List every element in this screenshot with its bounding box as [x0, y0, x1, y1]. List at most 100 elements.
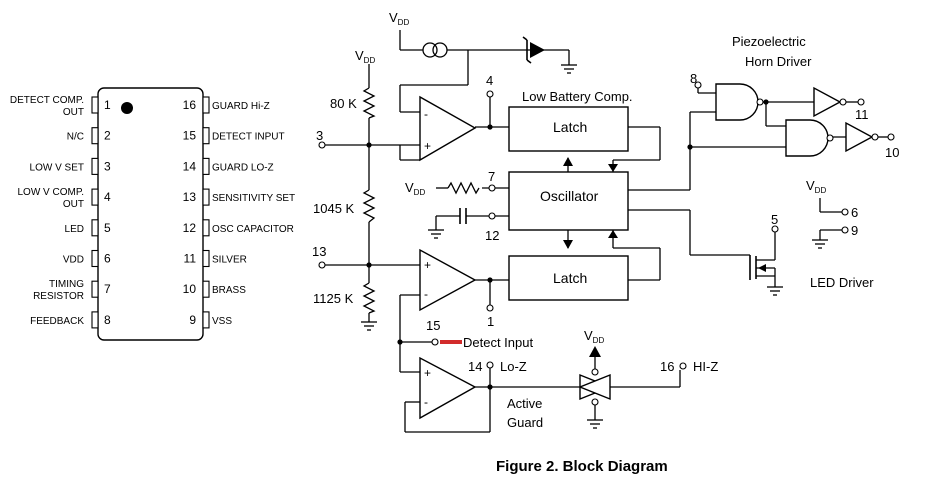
resistor-1125k-icon: [362, 282, 376, 314]
ic-pin-label: SENSITIVITY SET: [212, 193, 295, 204]
ic-pin-right: 13 SENSITIVITY SET: [183, 188, 295, 206]
pin-13-label: 13: [312, 244, 326, 259]
inverter-1-icon: [813, 86, 847, 118]
ground-icons: [361, 64, 828, 429]
pin-11-label: 11: [855, 107, 869, 122]
low-battery-label: Low Battery Comp.: [522, 89, 633, 104]
ic-body: [97, 87, 204, 341]
vdd-label-top: VDD: [389, 10, 409, 27]
piezo-label-1: Piezoelectric: [732, 34, 806, 49]
ic-pin-number: 10: [183, 282, 197, 296]
figure-caption: Figure 2. Block Diagram: [496, 458, 668, 475]
latch-top-label: Latch: [553, 119, 587, 135]
ic-pin-left: 2N/C: [67, 127, 111, 145]
ic-pin-right: 16 GUARD Hi-Z: [183, 96, 270, 114]
pin-1-label: 1: [487, 314, 494, 329]
junction-dots: [366, 99, 769, 390]
latch-bottom-label: Latch: [553, 270, 587, 286]
opamp2-plus: +: [424, 258, 431, 272]
ic-pin-left: 8 FEEDBACK: [30, 311, 111, 329]
capacitor-icon: [459, 208, 467, 224]
latch-top-block: [508, 106, 629, 152]
pin-14-label: 14: [468, 359, 482, 374]
r2-label: 1045 K: [313, 201, 355, 216]
vdd-label-guard: VDD: [584, 328, 604, 345]
ic-pin-right: 11 SILVER: [184, 249, 247, 268]
transmission-gate-icon: [578, 346, 612, 406]
ic-pin-number: 8: [104, 313, 111, 327]
ic-pin-right: 10 BRASS: [183, 280, 246, 298]
ic-pin-label: BRASS: [212, 285, 246, 296]
inverter-2-icon: [845, 121, 879, 153]
ic-pin-number: 15: [183, 129, 197, 143]
ic-pin-label: LED: [65, 224, 84, 235]
ic-pin-label: SILVER: [212, 255, 247, 266]
ic-pin-number: 9: [189, 313, 196, 327]
opamp3-minus: -: [424, 395, 428, 409]
ic-pin-number: 13: [183, 190, 197, 204]
pin-5-label: 5: [771, 212, 778, 227]
ic-pin-number: 6: [104, 252, 111, 266]
ic-pin-number: 4: [104, 190, 111, 204]
pin-15-label: 15: [426, 318, 440, 333]
ic-pin-label: GUARD Hi-Z: [212, 101, 270, 112]
pin-7-label: 7: [488, 169, 495, 184]
ic-pin-label: DETECT COMP.: [10, 95, 84, 106]
ic-pin-number: 16: [183, 98, 197, 112]
opamp-low-battery-icon: [419, 95, 477, 162]
ic-right-pins: 16 GUARD Hi-Z 15 DETECT INPUT 14 GUARD LO-Z 13…: [183, 96, 295, 329]
ic-pin-left: 6 VDD: [63, 249, 111, 268]
resistor-80k-icon: [362, 87, 376, 119]
ic-pin-label-line2: OUT: [63, 107, 84, 118]
oscillator-block: [508, 171, 629, 231]
ic-pin-label: VSS: [212, 316, 232, 327]
opamp1-plus: +: [424, 139, 431, 153]
ic-pin-label: LOW V COMP.: [18, 187, 85, 198]
mosfet-led-driver-icon: [749, 255, 776, 280]
pin-10-label: 10: [885, 145, 899, 160]
active-label: Active: [507, 396, 542, 411]
opamp-detect-icon: [419, 248, 477, 312]
vdd-label-right: VDD: [806, 178, 826, 195]
pin-4-label: 4: [486, 73, 493, 88]
ic-pin-number: 12: [183, 221, 197, 235]
pin-16-label: 16: [660, 359, 674, 374]
opamp-guard-icon: [419, 356, 477, 420]
lo-z-label: Lo-Z: [500, 359, 527, 374]
vdd-label-left: VDD: [355, 48, 375, 65]
current-source-icon: [422, 42, 448, 58]
detect-input-label: Detect Input: [463, 335, 533, 350]
ic-pin-label: FEEDBACK: [30, 316, 84, 327]
r1-label: 80 K: [330, 96, 357, 111]
nand-gate-2-icon: [785, 119, 829, 157]
schematic-wiring: [324, 30, 888, 433]
ic-pin-label: GUARD LO-Z: [212, 162, 274, 173]
opamp3-plus: +: [424, 366, 431, 380]
ic-pin-label: TIMING: [49, 279, 84, 290]
ic-pin-label-line2: RESISTOR: [33, 291, 84, 302]
ic-pin-label: OSC CAPACITOR: [212, 224, 294, 235]
piezo-label-2: Horn Driver: [745, 54, 812, 69]
ic-pin-label: DETECT INPUT: [212, 132, 285, 143]
pin-3-label: 3: [316, 128, 323, 143]
ic-pin-right: 15 DETECT INPUT: [183, 127, 285, 145]
ic-pin-label: LOW V SET: [30, 162, 84, 173]
ic-pin-label: VDD: [63, 255, 84, 266]
led-driver-label: LED Driver: [810, 275, 874, 290]
pin-12-label: 12: [485, 228, 499, 243]
resistor-1045k-icon: [362, 189, 376, 223]
ic-pin-number: 14: [183, 159, 197, 173]
ic-pin-number: 2: [104, 129, 111, 143]
ic-pin-label-line2: OUT: [63, 199, 84, 210]
nand-gate-1-icon: [715, 83, 759, 121]
ic-pin-left: 4 LOW V COMP.OUT: [18, 187, 112, 210]
r3-label: 1125 K: [313, 291, 354, 306]
ic-pin-right: 14 GUARD LO-Z: [183, 157, 274, 175]
ic-pin-number: 11: [184, 252, 197, 266]
